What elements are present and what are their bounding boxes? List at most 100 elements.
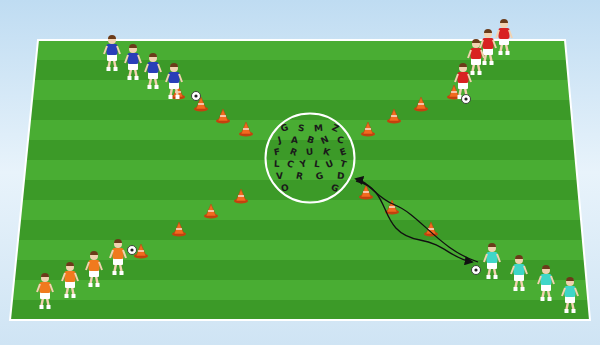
cone	[387, 109, 401, 124]
cone-body	[174, 222, 184, 234]
cone-body	[136, 244, 146, 256]
player-sock	[96, 283, 100, 287]
letter: Z	[330, 123, 340, 134]
player	[511, 255, 527, 291]
cone-body	[218, 109, 228, 121]
player-shirt	[107, 44, 118, 55]
player-head	[108, 36, 116, 44]
player-arm	[75, 273, 78, 281]
grass-stripe	[0, 240, 600, 260]
player-hair	[66, 262, 74, 266]
grass-stripe	[0, 180, 600, 200]
cone	[361, 122, 375, 137]
cone-body	[363, 122, 373, 134]
player-arm	[37, 284, 40, 292]
player-arm	[497, 254, 500, 262]
player-sock	[548, 297, 552, 301]
cone-stripe	[391, 115, 397, 116]
player-arm	[524, 266, 527, 274]
player-shirt	[89, 260, 100, 271]
grass-stripe	[0, 140, 600, 160]
player-shorts	[514, 274, 524, 281]
cone	[414, 97, 428, 112]
player-head	[500, 20, 508, 28]
cone-stripe	[451, 91, 457, 92]
player-sock	[155, 85, 159, 89]
letter: D	[336, 171, 344, 181]
ball-body	[192, 92, 201, 101]
player-shorts	[483, 48, 493, 55]
grass-stripe	[0, 220, 600, 240]
player-sock	[113, 271, 117, 275]
letter: G	[315, 171, 325, 182]
player-sock	[541, 297, 545, 301]
player-hair	[488, 243, 496, 247]
cone-body	[389, 109, 399, 121]
player-sock	[478, 71, 482, 75]
cone-stripe	[363, 191, 369, 192]
player-sock	[169, 95, 173, 99]
cone-body	[236, 189, 246, 201]
player	[484, 243, 500, 279]
player-arm	[493, 40, 496, 48]
letter-circle: GSMZJABNCFRUKELCYLUTVRGDOG	[264, 112, 356, 204]
player-sock	[148, 85, 152, 89]
player-shorts	[458, 82, 468, 89]
letter: J	[277, 135, 283, 145]
player-hair	[472, 39, 480, 43]
circle-line	[266, 114, 355, 203]
player-arm	[138, 55, 141, 63]
player-hair	[108, 35, 116, 39]
player-shorts	[89, 270, 99, 277]
ball-patch	[474, 268, 477, 271]
player-arm	[125, 55, 128, 63]
player-shorts	[65, 281, 75, 288]
player-arm	[509, 30, 512, 38]
player-hair	[500, 19, 508, 23]
cone	[204, 204, 218, 219]
player-sock	[135, 76, 139, 80]
player	[37, 273, 53, 309]
player-shirt	[514, 264, 525, 275]
player	[538, 265, 554, 301]
player-sock	[490, 61, 494, 65]
grass-stripe	[0, 80, 600, 100]
player-arm	[468, 50, 471, 58]
letter: R	[289, 147, 299, 158]
player	[562, 277, 578, 313]
player	[480, 29, 496, 65]
player-arm	[511, 266, 514, 274]
player-arm	[117, 46, 120, 54]
player-shorts	[471, 58, 481, 65]
player-shirt	[128, 53, 139, 64]
player	[110, 239, 126, 275]
letter: F	[273, 147, 281, 157]
player-shorts	[113, 258, 123, 265]
grass-stripe	[0, 60, 600, 80]
player-arm	[480, 40, 483, 48]
player-shirt	[40, 282, 51, 293]
player-hair	[129, 44, 137, 48]
cone-stripe	[198, 103, 204, 104]
player-shirt	[471, 48, 482, 59]
player-sock	[65, 294, 69, 298]
player-hair	[484, 29, 492, 33]
player	[145, 53, 161, 89]
letter: E	[339, 147, 348, 157]
grass-stripe	[0, 120, 600, 140]
player-head	[566, 278, 574, 286]
player-hair	[542, 265, 550, 269]
player-head	[90, 252, 98, 260]
player-sock	[114, 67, 118, 71]
letter: U	[306, 147, 314, 157]
player-shirt	[483, 38, 494, 49]
player-head	[488, 244, 496, 252]
player-sock	[72, 294, 76, 298]
letter: T	[339, 159, 347, 169]
player	[455, 63, 471, 99]
player-arm	[575, 288, 578, 296]
player-sock	[47, 305, 51, 309]
letter: B	[305, 135, 314, 146]
player-head	[66, 263, 74, 271]
